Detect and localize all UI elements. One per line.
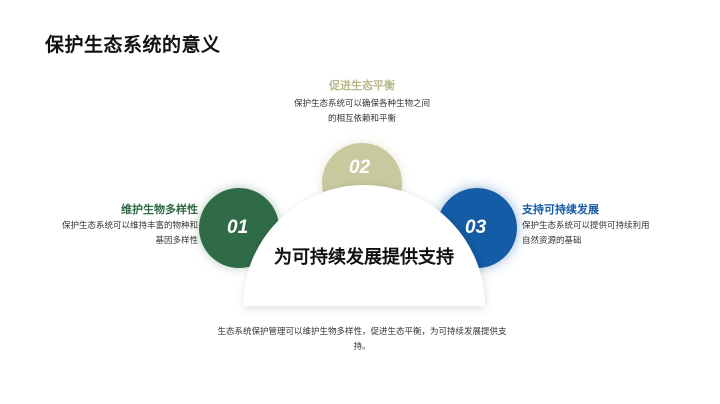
- center-text: 为可持续发展提供支持: [274, 247, 454, 268]
- item-2-description: 保护生态系统可以确保各种生物之间的相互依赖和平衡: [293, 99, 430, 124]
- item-1-number: 01: [227, 217, 249, 238]
- item-3-title: 支持可持续发展: [522, 203, 599, 216]
- item-1-title: 维护生物多样性: [121, 203, 198, 216]
- item-3-number: 03: [465, 217, 487, 238]
- item-1-description: 保护生态系统可以维持丰富的物种和基因多样性: [61, 221, 198, 246]
- item-2-title: 促进生态平衡: [329, 79, 395, 92]
- item-1-circle: 01: [199, 188, 279, 268]
- item-3-description: 保护生态系统可以提供可持续利用自然资源的基础: [522, 221, 650, 246]
- item-2-number: 02: [349, 157, 371, 178]
- page-title: 保护生态系统的意义: [45, 34, 221, 56]
- summary-text: 生态系统保护管理可以维护生物多样性，促进生态平衡，为可持续发展提供支持。: [217, 327, 507, 352]
